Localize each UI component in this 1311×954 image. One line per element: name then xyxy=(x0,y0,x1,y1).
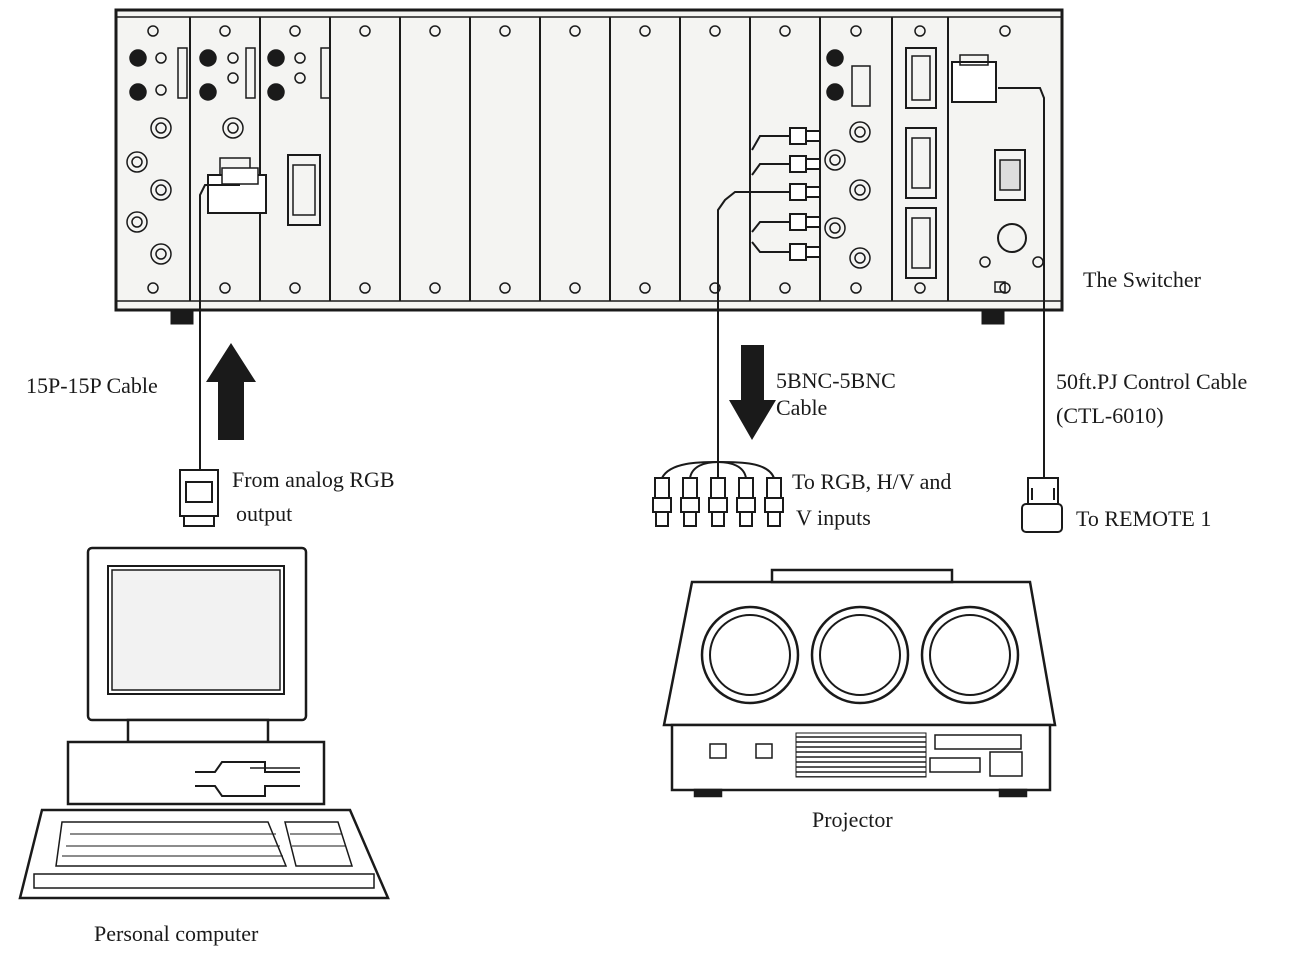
cable-5bnc-label-line2: Cable xyxy=(776,395,828,420)
bnc-plug xyxy=(738,477,754,499)
input-card-3 xyxy=(267,47,331,226)
to-rgb-label-line2: V inputs xyxy=(796,505,871,530)
screw-top xyxy=(147,25,159,37)
remote-plug xyxy=(1021,477,1063,533)
vga-plug-computer xyxy=(179,469,219,527)
cable-5bnc-label-line1: 5BNC-5BNC xyxy=(776,368,896,393)
screw-top xyxy=(359,25,371,37)
screw-top xyxy=(429,25,441,37)
bnc-plug-body xyxy=(736,497,756,513)
screw-bottom xyxy=(914,282,926,294)
projector xyxy=(662,568,1057,798)
cable-pj-label-line2: (CTL-6010) xyxy=(1056,403,1164,428)
switcher-foot-left xyxy=(170,309,194,325)
bnc-plug xyxy=(789,127,807,145)
bnc-plugs-switcher xyxy=(789,127,821,261)
from-rgb-label-line2: output xyxy=(236,501,293,526)
input-card-2 xyxy=(199,47,267,214)
bnc-plug xyxy=(789,183,807,201)
cable-pj-label-line1: 50ft.PJ Control Cable xyxy=(1056,369,1248,394)
screw-bottom xyxy=(569,282,581,294)
control-card xyxy=(951,54,1044,293)
bnc-plug-tip xyxy=(805,186,821,198)
arrow-up-icon xyxy=(206,343,256,440)
bnc-plug xyxy=(766,477,782,499)
bnc-plug-tip xyxy=(805,158,821,170)
screw-bottom xyxy=(219,282,231,294)
bnc-plug xyxy=(789,243,807,261)
screw-bottom xyxy=(639,282,651,294)
screw-top xyxy=(850,25,862,37)
screw-top xyxy=(779,25,791,37)
bnc-plug-tip xyxy=(655,511,669,527)
switcher-chassis xyxy=(114,8,1064,325)
cable-pj-control xyxy=(998,87,1045,478)
to-rgb-label-line1: To RGB, H/V and xyxy=(792,469,952,494)
bnc-plug-body xyxy=(708,497,728,513)
vga-output-card xyxy=(905,47,937,279)
screw-bottom xyxy=(779,282,791,294)
from-rgb-label-line1: From analog RGB xyxy=(232,467,395,492)
screw-top xyxy=(569,25,581,37)
screw-top xyxy=(499,25,511,37)
screw-bottom xyxy=(147,282,159,294)
bnc-plug-tip xyxy=(767,511,781,527)
screw-bottom xyxy=(709,282,721,294)
screw-bottom xyxy=(359,282,371,294)
bnc-plug xyxy=(710,477,726,499)
bnc-plug-tip xyxy=(805,246,821,258)
bnc-plug xyxy=(654,477,670,499)
screw-top xyxy=(289,25,301,37)
screw-top xyxy=(219,25,231,37)
bnc-plug xyxy=(789,155,807,173)
computer-label: Personal computer xyxy=(94,921,259,946)
output-card xyxy=(824,49,871,269)
bnc-plug-tip xyxy=(683,511,697,527)
bnc-plug-tip xyxy=(805,216,821,228)
screw-top xyxy=(639,25,651,37)
switcher-foot-right xyxy=(981,309,1005,325)
bnc-plug-tip xyxy=(805,130,821,142)
personal-computer xyxy=(18,546,390,900)
cable-15p-label: 15P-15P Cable xyxy=(26,373,158,398)
screw-bottom xyxy=(429,282,441,294)
bnc-plug xyxy=(789,213,807,231)
screw-top xyxy=(914,25,926,37)
cable-5bnc-5bnc xyxy=(661,135,790,479)
bnc-plug xyxy=(682,477,698,499)
bnc-plug-body xyxy=(764,497,784,513)
input-card-1 xyxy=(126,47,188,265)
screw-bottom xyxy=(499,282,511,294)
screw-bottom xyxy=(289,282,301,294)
card-slots xyxy=(147,17,1011,301)
cable-15p-15p xyxy=(199,184,240,470)
screw-top xyxy=(709,25,721,37)
bnc-plugs-projector xyxy=(652,477,784,527)
switcher-label: The Switcher xyxy=(1083,267,1201,292)
projector-label: Projector xyxy=(812,807,893,832)
screw-bottom xyxy=(850,282,862,294)
arrow-down-icon xyxy=(729,345,776,440)
bnc-plug-tip xyxy=(711,511,725,527)
bnc-plug-body xyxy=(652,497,672,513)
bnc-plug-body xyxy=(680,497,700,513)
to-remote-label: To REMOTE 1 xyxy=(1076,506,1212,531)
screw-top xyxy=(999,25,1011,37)
bnc-plug-tip xyxy=(739,511,753,527)
